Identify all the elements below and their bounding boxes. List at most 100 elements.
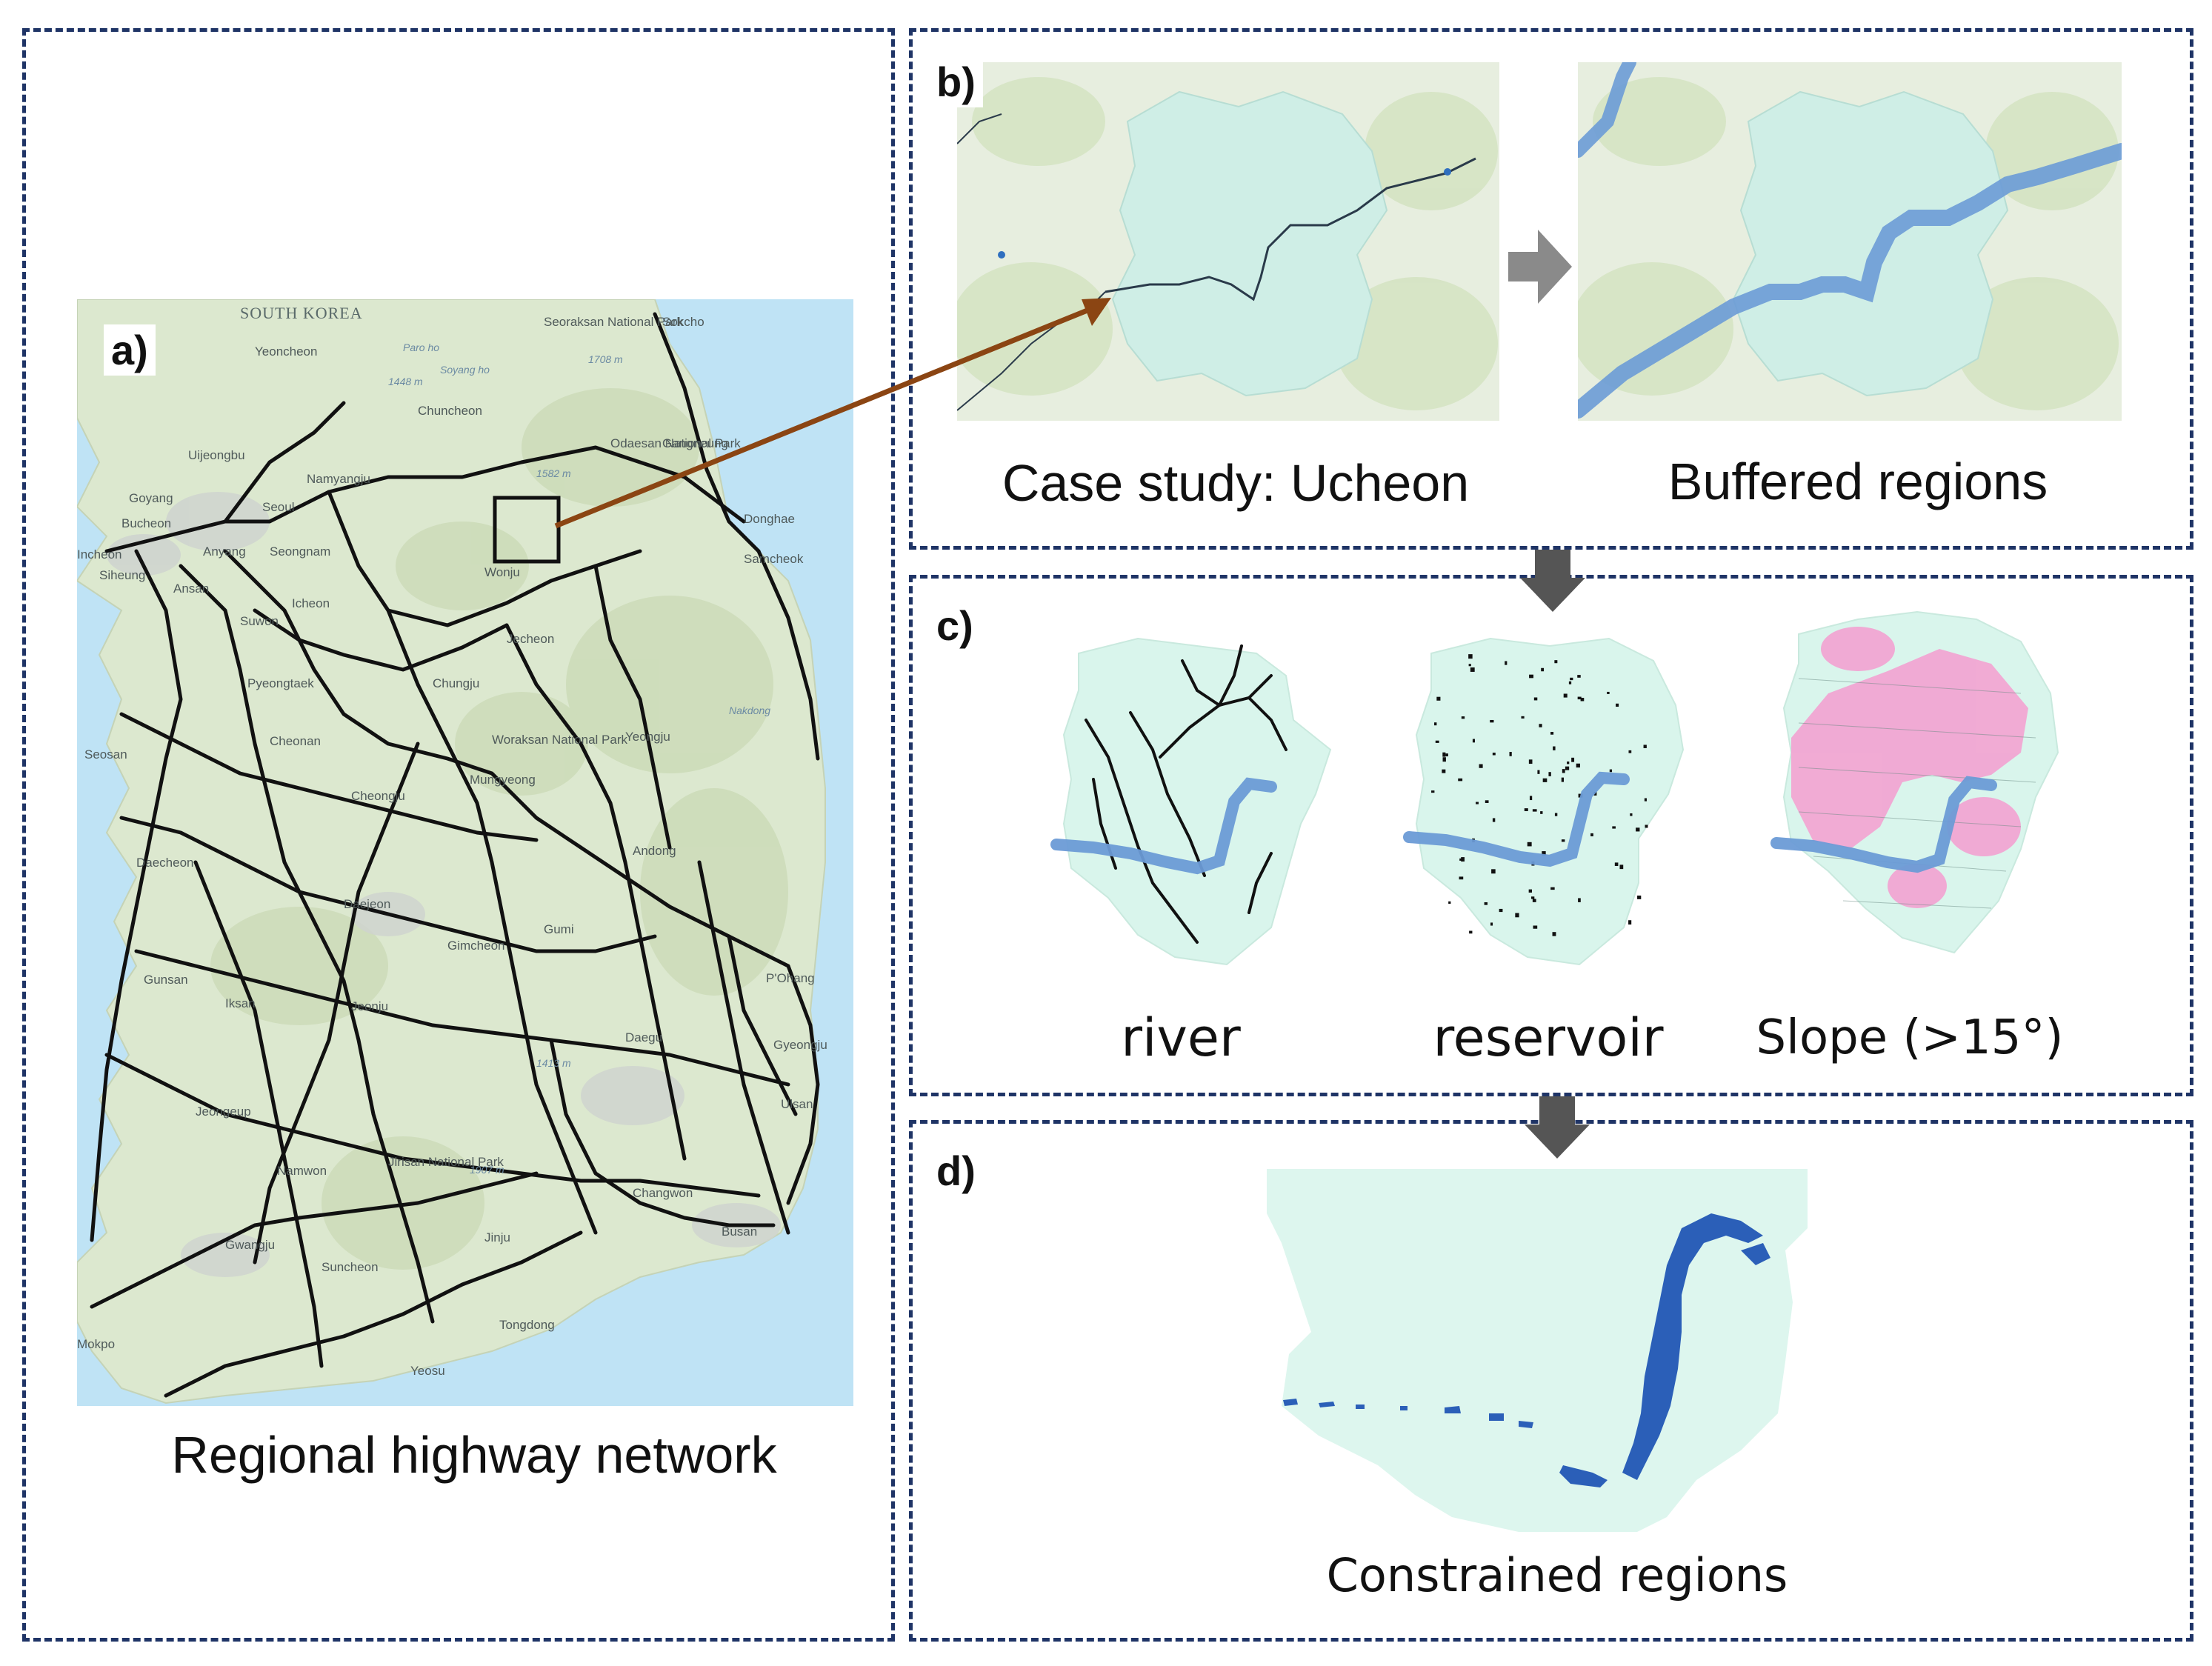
- reservoir-dot: [1561, 777, 1564, 782]
- reservoir-dot: [1539, 724, 1542, 727]
- city-label: Namwon: [277, 1164, 327, 1178]
- reservoir-dot: [1521, 716, 1525, 719]
- reservoir-dot: [1643, 744, 1647, 748]
- city-label: Incheon: [77, 547, 122, 562]
- city-label: Gunsan: [144, 973, 188, 987]
- reservoir-dot: [1484, 902, 1488, 905]
- reservoir-dot: [1470, 667, 1475, 672]
- city-label: Bucheon: [121, 516, 171, 530]
- reservoir-dot: [1532, 809, 1537, 812]
- buffer-band: [1578, 143, 2122, 419]
- layer-label-slope: Slope (>15°): [1756, 1010, 2064, 1065]
- reservoir-dot: [1612, 826, 1616, 829]
- layer-label-reservoir: reservoir: [1433, 1007, 1664, 1068]
- reservoir-dot: [1485, 800, 1489, 803]
- city-label: Anyang: [203, 544, 246, 559]
- reservoir-dot: [1541, 667, 1545, 672]
- city-label: Seongnam: [270, 544, 330, 559]
- city-label: Jirisan National Park: [388, 1155, 504, 1169]
- reservoir-dot: [1527, 842, 1532, 847]
- panel-a-caption: Regional highway network: [171, 1426, 777, 1484]
- reservoir-dot: [1529, 796, 1533, 801]
- panel-b-frame: [909, 28, 2193, 550]
- reservoir-dot: [1636, 827, 1640, 832]
- water-label: Paro ho: [403, 341, 439, 353]
- reservoir-dot: [1567, 762, 1570, 764]
- reservoir-dot: [1553, 746, 1556, 750]
- city-label: Jeongeup: [196, 1104, 251, 1119]
- city-label: Sokcho: [662, 315, 704, 329]
- city-label: P'Ohang: [766, 971, 815, 985]
- reservoir-dot: [1563, 693, 1568, 698]
- reservoir-dot: [1492, 753, 1496, 756]
- highway-network: [90, 312, 820, 1398]
- city-label: Ulsan: [781, 1097, 813, 1111]
- reservoir-dot: [1528, 889, 1533, 893]
- city-label: Wonju: [484, 565, 520, 579]
- reservoir-layer-map: [1403, 637, 1685, 966]
- city-label: Daegu: [625, 1030, 662, 1044]
- reservoir-dot: [1532, 899, 1536, 902]
- reservoir-dot: [1568, 681, 1572, 684]
- city-label: Chungju: [433, 676, 479, 690]
- reservoir-dot: [1609, 769, 1613, 773]
- city-label: Samcheok: [744, 552, 804, 566]
- reservoir-dot: [1461, 857, 1465, 862]
- constrained-regions-map: [1267, 1169, 1808, 1532]
- reservoir-dot: [1542, 851, 1546, 856]
- reservoir-dot: [1459, 876, 1464, 880]
- reservoir-dot: [1552, 932, 1556, 936]
- city-label: Mokpo: [77, 1337, 115, 1351]
- city-label: Jinju: [484, 1230, 510, 1244]
- panel-a-frame: [22, 28, 895, 1642]
- constrained-patches: [1283, 1213, 1770, 1487]
- city-label: Gimcheon: [447, 939, 504, 953]
- reservoir-dot: [1619, 864, 1624, 870]
- reservoir-dot: [1554, 660, 1558, 664]
- city-label: Mungyeong: [470, 773, 536, 787]
- reservoir-dot: [1571, 757, 1575, 762]
- city-label: Daecheon: [136, 856, 194, 870]
- reservoir-dot: [1509, 752, 1512, 756]
- reservoir-dot: [1565, 766, 1570, 770]
- reservoir-dot: [1490, 922, 1493, 926]
- reservoir-dot: [1607, 691, 1610, 694]
- reservoir-dot: [1435, 740, 1439, 743]
- reservoir-dot: [1577, 675, 1581, 678]
- reservoir-dot: [1637, 895, 1642, 899]
- elevation-label: 1448 m: [388, 376, 423, 387]
- city-label: Tongdong: [499, 1318, 555, 1332]
- reservoir-dot: [1577, 696, 1582, 700]
- reservoir-dot: [1533, 925, 1538, 929]
- reservoir-dot: [1528, 759, 1533, 764]
- city-label: Busan: [722, 1224, 757, 1239]
- highway-segment: [1105, 157, 1476, 301]
- reservoir-dot: [1540, 811, 1543, 814]
- reservoir-dot: [1461, 716, 1465, 719]
- city-label: Ansan: [173, 582, 209, 596]
- city-label: Andong: [633, 844, 676, 858]
- city-label: Pyeongtaek: [247, 676, 314, 690]
- city-label: Namyangju: [307, 472, 370, 486]
- city-label: Yeosu: [410, 1364, 445, 1378]
- reservoir-dot: [1448, 901, 1451, 904]
- ucheon-watershed-buffered: [1732, 90, 2009, 397]
- reservoir-dot: [1469, 930, 1473, 934]
- reservoir-dot: [1628, 750, 1632, 753]
- city-label: Siheung: [99, 568, 145, 582]
- city-label: Gumi: [544, 922, 574, 936]
- city-label: Yeongju: [625, 730, 670, 744]
- panel-b-caption-right: Buffered regions: [1668, 453, 2048, 510]
- ucheon-base-map: [957, 62, 1499, 421]
- city-label: Uijeongbu: [188, 448, 245, 462]
- reservoir-dot: [1554, 813, 1558, 816]
- ucheon-watershed: [1111, 90, 1388, 397]
- reservoir-dot: [1550, 887, 1555, 890]
- reservoir-dot: [1561, 839, 1565, 842]
- slope-layer-map: [1770, 610, 2059, 954]
- city-label: Gwangju: [225, 1238, 275, 1252]
- reservoir-dot: [1490, 719, 1494, 723]
- reservoir-dot: [1499, 908, 1503, 913]
- reservoir-dot: [1530, 896, 1535, 899]
